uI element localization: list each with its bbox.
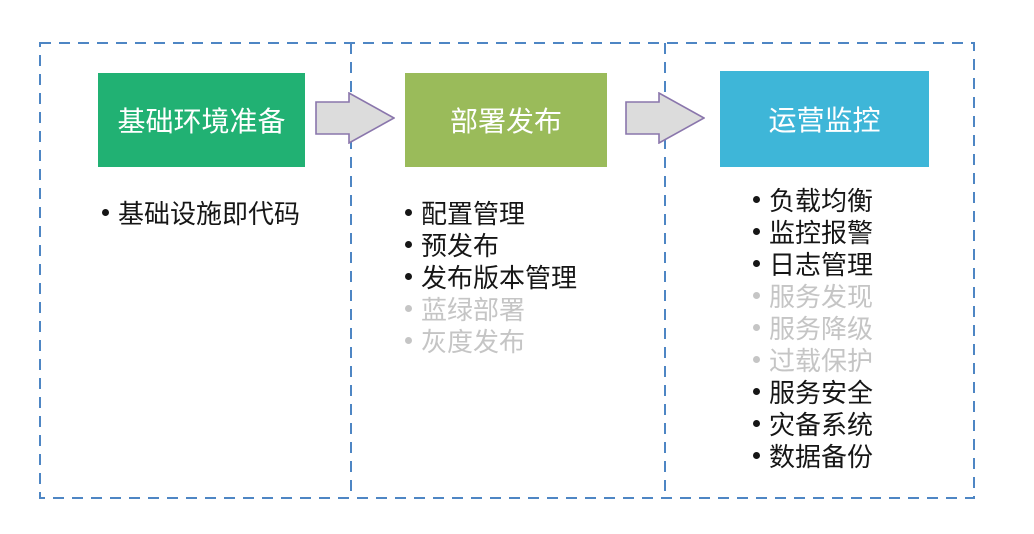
bullet-icon [753,451,760,459]
list-item: 基础设施即代码 [102,196,301,229]
list-item-label: 服务降级 [769,313,874,344]
list-item-label: 数据备份 [769,441,874,472]
list-item-label: 基础设施即代码 [118,198,301,229]
list-item-label: 灰度发布 [421,326,526,357]
stage-list-deploy: 配置管理 预发布 发布版本管理 蓝绿部署 灰度发布 [405,196,578,357]
bullet-icon [753,259,760,267]
stage-list-infra: 基础设施即代码 [102,196,301,229]
flow-arrow-right-icon [315,92,395,144]
list-item-label: 发布版本管理 [421,262,578,293]
list-item: 配置管理 [405,196,577,229]
list-item-label: 过载保护 [769,345,874,376]
list-item: 过载保护 [753,343,874,376]
bullet-icon [753,387,760,395]
list-item: 蓝绿部署 [405,292,577,325]
list-item: 服务安全 [753,375,874,408]
list-item-label: 预发布 [421,230,500,261]
bullet-icon [405,272,412,280]
list-item-label: 灾备系统 [769,409,874,440]
arrow-shape [315,92,395,144]
list-item: 数据备份 [753,439,874,472]
list-item: 发布版本管理 [405,260,578,293]
bullet-icon [753,419,760,427]
list-item-label: 配置管理 [421,198,526,229]
stage-column-infra: 基础环境准备 基础设施即代码 [39,42,351,499]
bullet-icon [405,240,412,248]
list-item-label: 服务安全 [769,377,874,408]
list-item: 服务发现 [753,279,874,312]
stage-header-deploy: 部署发布 [405,73,607,167]
list-item: 负载均衡 [753,183,874,216]
stage-header-deploy-label: 部署发布 [449,106,562,137]
list-item: 预发布 [405,228,577,261]
bullet-icon [405,208,412,216]
bullet-icon [405,304,412,312]
bullet-icon [405,336,412,344]
stage-header-infra-label: 基础环境准备 [117,106,286,137]
list-item: 服务降级 [753,311,874,344]
bullet-icon [753,227,760,235]
bullet-icon [753,195,760,203]
stage-header-ops-label: 运营监控 [768,105,881,136]
list-item-label: 日志管理 [769,249,874,280]
list-item-label: 监控报警 [769,217,874,248]
stage-column-ops: 运营监控 负载均衡 监控报警 日志管理 服务发现 服务降级 过载保护 服务安 [665,42,975,499]
flow-arrow-right-icon [625,92,705,144]
stage-list-ops: 负载均衡 监控报警 日志管理 服务发现 服务降级 过载保护 服务安全 灾备系统 [753,183,874,472]
list-item-label: 服务发现 [769,281,874,312]
list-item-label: 蓝绿部署 [421,294,526,325]
bullet-icon [753,355,760,363]
bullet-icon [753,323,760,331]
arrow-shape [625,92,705,144]
stage-header-infra: 基础环境准备 [98,73,305,167]
stage-header-ops: 运营监控 [720,71,929,167]
list-item: 灾备系统 [753,407,874,440]
list-item: 监控报警 [753,215,874,248]
list-item: 灰度发布 [405,324,577,357]
frame-border [39,42,975,499]
bullet-icon [753,291,760,299]
bullet-icon [102,208,109,216]
list-item: 日志管理 [753,247,874,280]
list-item-label: 负载均衡 [769,185,874,216]
stage-column-deploy: 部署发布 配置管理 预发布 发布版本管理 蓝绿部署 灰度发布 [351,42,665,499]
